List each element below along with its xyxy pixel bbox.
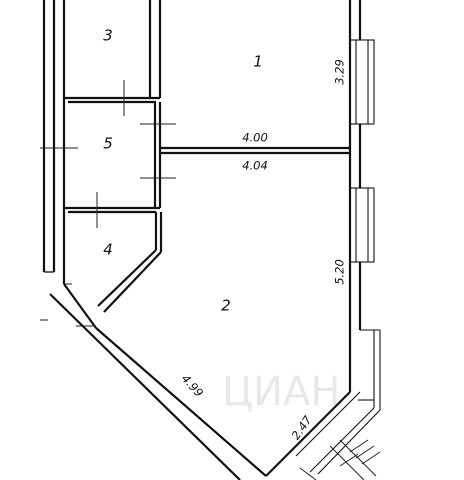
window-room-2-bay (295, 329, 381, 475)
room-4-right-wall (97, 212, 163, 313)
left-exterior-wall (42, 0, 56, 273)
dimension-room-1-right: 3.29 (333, 59, 347, 85)
dimension-diagonal-wall: 4.99 (179, 371, 207, 399)
dimension-partition-bottom: 4.04 (242, 159, 268, 173)
watermark: ЦИАН (222, 369, 340, 415)
wall-3-5 (64, 96, 160, 104)
room-2-label: 2 (221, 297, 231, 315)
dimension-room-2-right: 5.20 (333, 259, 347, 285)
room-3-right-wall (148, 0, 162, 98)
diagonal-exterior-wall (49, 283, 267, 480)
room-3-label: 3 (103, 27, 113, 45)
room-4-label: 4 (103, 241, 113, 259)
dimension-partition-top: 4.00 (242, 131, 268, 145)
wall-5-4 (64, 206, 160, 214)
door-marks (40, 80, 176, 327)
dimension-corner-wall: 2.47 (289, 413, 316, 443)
window-room-1 (349, 39, 375, 125)
room-5-right-wall (153, 102, 162, 208)
stair-fragment (299, 439, 381, 480)
partition-1-2 (160, 146, 350, 155)
room-5-label: 5 (103, 135, 113, 153)
window-room-2-upper (349, 187, 375, 263)
room-1-label: 1 (253, 53, 263, 71)
